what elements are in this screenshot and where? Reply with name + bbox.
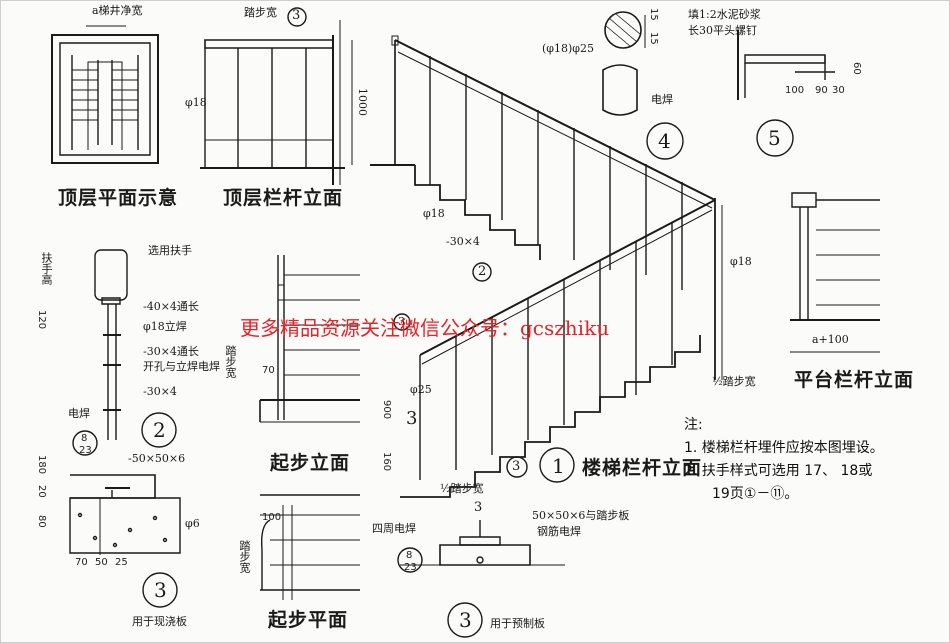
dim-15b: 15 bbox=[648, 32, 659, 45]
dim-160: 160 bbox=[381, 452, 392, 472]
marker-2: 2 bbox=[153, 418, 166, 442]
marker-3-small-b: 3 bbox=[512, 459, 521, 474]
label-plate-note-1: 50×50×6与踏步板 bbox=[532, 509, 630, 522]
dim-25: 25 bbox=[115, 557, 128, 568]
label-phi6: φ6 bbox=[185, 517, 200, 530]
label-tread-width: 踏步宽 bbox=[244, 6, 277, 19]
dim-15a: 15 bbox=[648, 8, 659, 21]
dim-80: 80 bbox=[36, 515, 47, 528]
marker-3-small: 3 bbox=[292, 8, 301, 23]
dim-180: 180 bbox=[36, 455, 47, 475]
note-item: 1. 楼梯栏杆埋件应按本图埋设。 bbox=[684, 440, 884, 456]
label-phi18-b: φ18 bbox=[423, 207, 445, 220]
top-railing-elevation bbox=[200, 8, 352, 185]
note-item: 19页①－⑪。 bbox=[712, 486, 799, 502]
marker-4: 4 bbox=[658, 129, 671, 153]
ref-8b: 8 bbox=[406, 550, 413, 561]
notes-block: 注: 1. 楼梯栏杆埋件应按本图埋设。 2. 扶手样式可选用 17、 18或 1… bbox=[684, 414, 884, 506]
dim-50: 50 bbox=[95, 557, 108, 568]
label-flat-30x4: -30×4通长 bbox=[143, 345, 199, 358]
marker-3-small-d: 3 bbox=[474, 500, 483, 515]
label-half-tread: ½踏步宽 bbox=[440, 482, 484, 495]
start-plan-title: 起步平面 bbox=[268, 609, 349, 631]
platform-railing-title: 平台栏杆立面 bbox=[794, 369, 915, 391]
dim-60: 60 bbox=[851, 62, 862, 75]
label-tread-width-3: 踏步宽 bbox=[238, 540, 251, 573]
start-plan bbox=[260, 495, 360, 600]
label-clear-width: a梯井净宽 bbox=[92, 4, 143, 17]
dim-70: 70 bbox=[75, 557, 88, 568]
label-phi25: φ25 bbox=[410, 383, 432, 396]
marker-2-small: 2 bbox=[478, 264, 487, 279]
label-precast: 用于预制板 bbox=[490, 617, 545, 630]
label-weld-around: 四周电焊 bbox=[372, 522, 416, 535]
label-phi18-post: φ18立焊 bbox=[143, 320, 187, 333]
label-flat-30x4-c: -30×4 bbox=[446, 235, 480, 248]
label-flat-30x4b: -30×4 bbox=[143, 385, 177, 398]
label-phi18: φ18 bbox=[185, 96, 207, 109]
label-bolt-note-2: 长30平头螺钉 bbox=[688, 24, 757, 37]
dim-100: 100 bbox=[785, 85, 805, 96]
stair-railing-title: 楼梯栏杆立面 bbox=[582, 457, 703, 479]
marker-3b: 3 bbox=[459, 608, 472, 632]
detail-5-wall-bracket bbox=[738, 30, 835, 156]
marker-1: 1 bbox=[552, 454, 565, 478]
view-1-marker-circle bbox=[540, 448, 574, 482]
notes-heading: 注: bbox=[684, 417, 703, 433]
top-plan-schematic bbox=[52, 26, 158, 163]
start-elevation-title: 起步立面 bbox=[270, 452, 351, 474]
marker-3a: 3 bbox=[154, 578, 167, 602]
label-weld: 电焊 bbox=[651, 93, 673, 106]
ref-23: 23 bbox=[79, 445, 92, 456]
label-angle-steel: -50×50×6 bbox=[128, 452, 186, 465]
label-phi18-phi25: (φ18)φ25 bbox=[542, 42, 594, 55]
detail-3-precast bbox=[398, 520, 565, 637]
ref-23b: 23 bbox=[404, 562, 417, 573]
label-tread-width-2: 踏步宽 bbox=[224, 345, 237, 378]
label-handrail-height: 扶手高 bbox=[40, 252, 53, 285]
start-elevation bbox=[260, 255, 360, 422]
ref-8: 8 bbox=[81, 433, 88, 444]
marker-5: 5 bbox=[768, 126, 781, 150]
label-cast-in-place: 用于现浇板 bbox=[132, 615, 187, 628]
marker-3-small-c: 3 bbox=[398, 315, 405, 328]
top-railing-title: 顶层栏杆立面 bbox=[223, 187, 344, 209]
note-item: 2. 扶手样式可选用 17、 18或 bbox=[684, 463, 873, 479]
label-bolt-note-1: 填1:2水泥砂浆 bbox=[688, 8, 761, 21]
label-phi18-c: φ18 bbox=[730, 255, 752, 268]
dim-30: 30 bbox=[832, 85, 845, 96]
watermark-text: 更多精品资源关注微信公众号：gcszhiku bbox=[240, 316, 610, 340]
label-a-plus-100: a+100 bbox=[812, 333, 849, 346]
dim-120: 120 bbox=[36, 310, 47, 330]
dim-20: 20 bbox=[36, 485, 47, 498]
dim-900: 900 bbox=[381, 400, 392, 420]
label-weld-2: 电焊 bbox=[68, 407, 90, 420]
label-plate-note-2: 钢筋电焊 bbox=[537, 525, 581, 538]
label-height-1000: 1000 bbox=[356, 88, 369, 116]
top-plan-title: 顶层平面示意 bbox=[58, 187, 179, 209]
dim-100b: 100 bbox=[262, 512, 282, 523]
platform-railing-elevation bbox=[790, 193, 880, 352]
main-stair-elevation bbox=[370, 36, 722, 497]
detail-2-post bbox=[95, 250, 176, 447]
label-hole-weld: 开孔与立焊电焊 bbox=[143, 360, 220, 373]
label-flat-40x4: -40×4通长 bbox=[143, 300, 199, 313]
detail-3-cast-in-place bbox=[70, 475, 180, 607]
detail-4-handrail-section bbox=[603, 12, 683, 159]
dim-90: 90 bbox=[815, 85, 828, 96]
marker-3c: 3 bbox=[406, 408, 418, 429]
label-handrail-select: 选用扶手 bbox=[148, 244, 192, 257]
label-half-tread-2: ½踏步宽 bbox=[712, 375, 756, 388]
dim-70b: 70 bbox=[262, 365, 275, 376]
